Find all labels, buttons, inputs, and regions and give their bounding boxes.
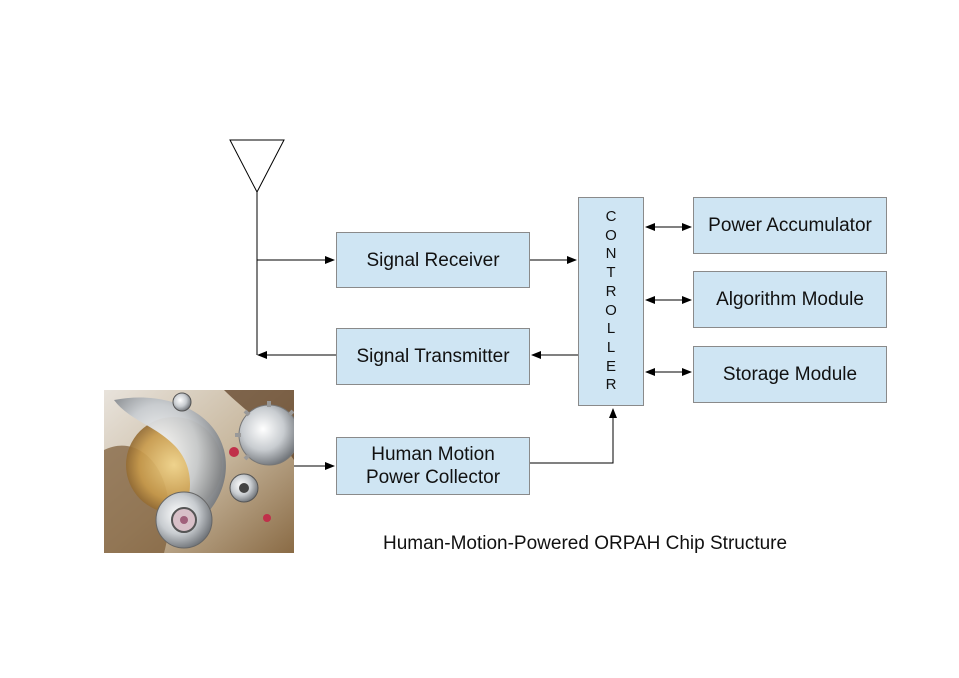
power-collector-box: Human Motion Power Collector bbox=[336, 437, 530, 495]
collector-to-controller-arrow bbox=[530, 408, 617, 464]
controller-letter: N bbox=[605, 245, 617, 263]
controller-label: C O N T R O L L E R bbox=[605, 208, 617, 395]
signal-transmitter-box: Signal Transmitter bbox=[336, 328, 530, 385]
controller-letter: R bbox=[605, 376, 617, 394]
watch-gear-photo bbox=[104, 390, 294, 553]
controller-letter: L bbox=[606, 320, 616, 338]
controller-letter: C bbox=[605, 207, 617, 225]
power-accumulator-label: Power Accumulator bbox=[708, 215, 872, 236]
antenna-icon bbox=[229, 139, 285, 355]
controller-box: C O N T R O L L E R bbox=[578, 197, 644, 406]
signal-receiver-box: Signal Receiver bbox=[336, 232, 530, 288]
power-collector-label-line2: Power Collector bbox=[365, 467, 501, 488]
controller-letter: O bbox=[605, 226, 617, 244]
storage-module-label: Storage Module bbox=[722, 364, 858, 385]
controller-letter: E bbox=[605, 357, 616, 375]
signal-receiver-label: Signal Receiver bbox=[366, 249, 500, 271]
diagram-caption: Human-Motion-Powered ORPAH Chip Structur… bbox=[383, 533, 788, 554]
algorithm-module-box: Algorithm Module bbox=[693, 271, 887, 328]
controller-letter: T bbox=[606, 264, 616, 282]
signal-transmitter-label: Signal Transmitter bbox=[356, 346, 510, 367]
power-collector-label-line1: Human Motion bbox=[371, 444, 495, 465]
controller-letter: R bbox=[605, 282, 617, 300]
controller-letter: L bbox=[606, 338, 616, 356]
controller-letter: O bbox=[605, 301, 617, 319]
power-accumulator-box: Power Accumulator bbox=[693, 197, 887, 254]
algorithm-module-label: Algorithm Module bbox=[716, 289, 864, 310]
storage-module-box: Storage Module bbox=[693, 346, 887, 403]
